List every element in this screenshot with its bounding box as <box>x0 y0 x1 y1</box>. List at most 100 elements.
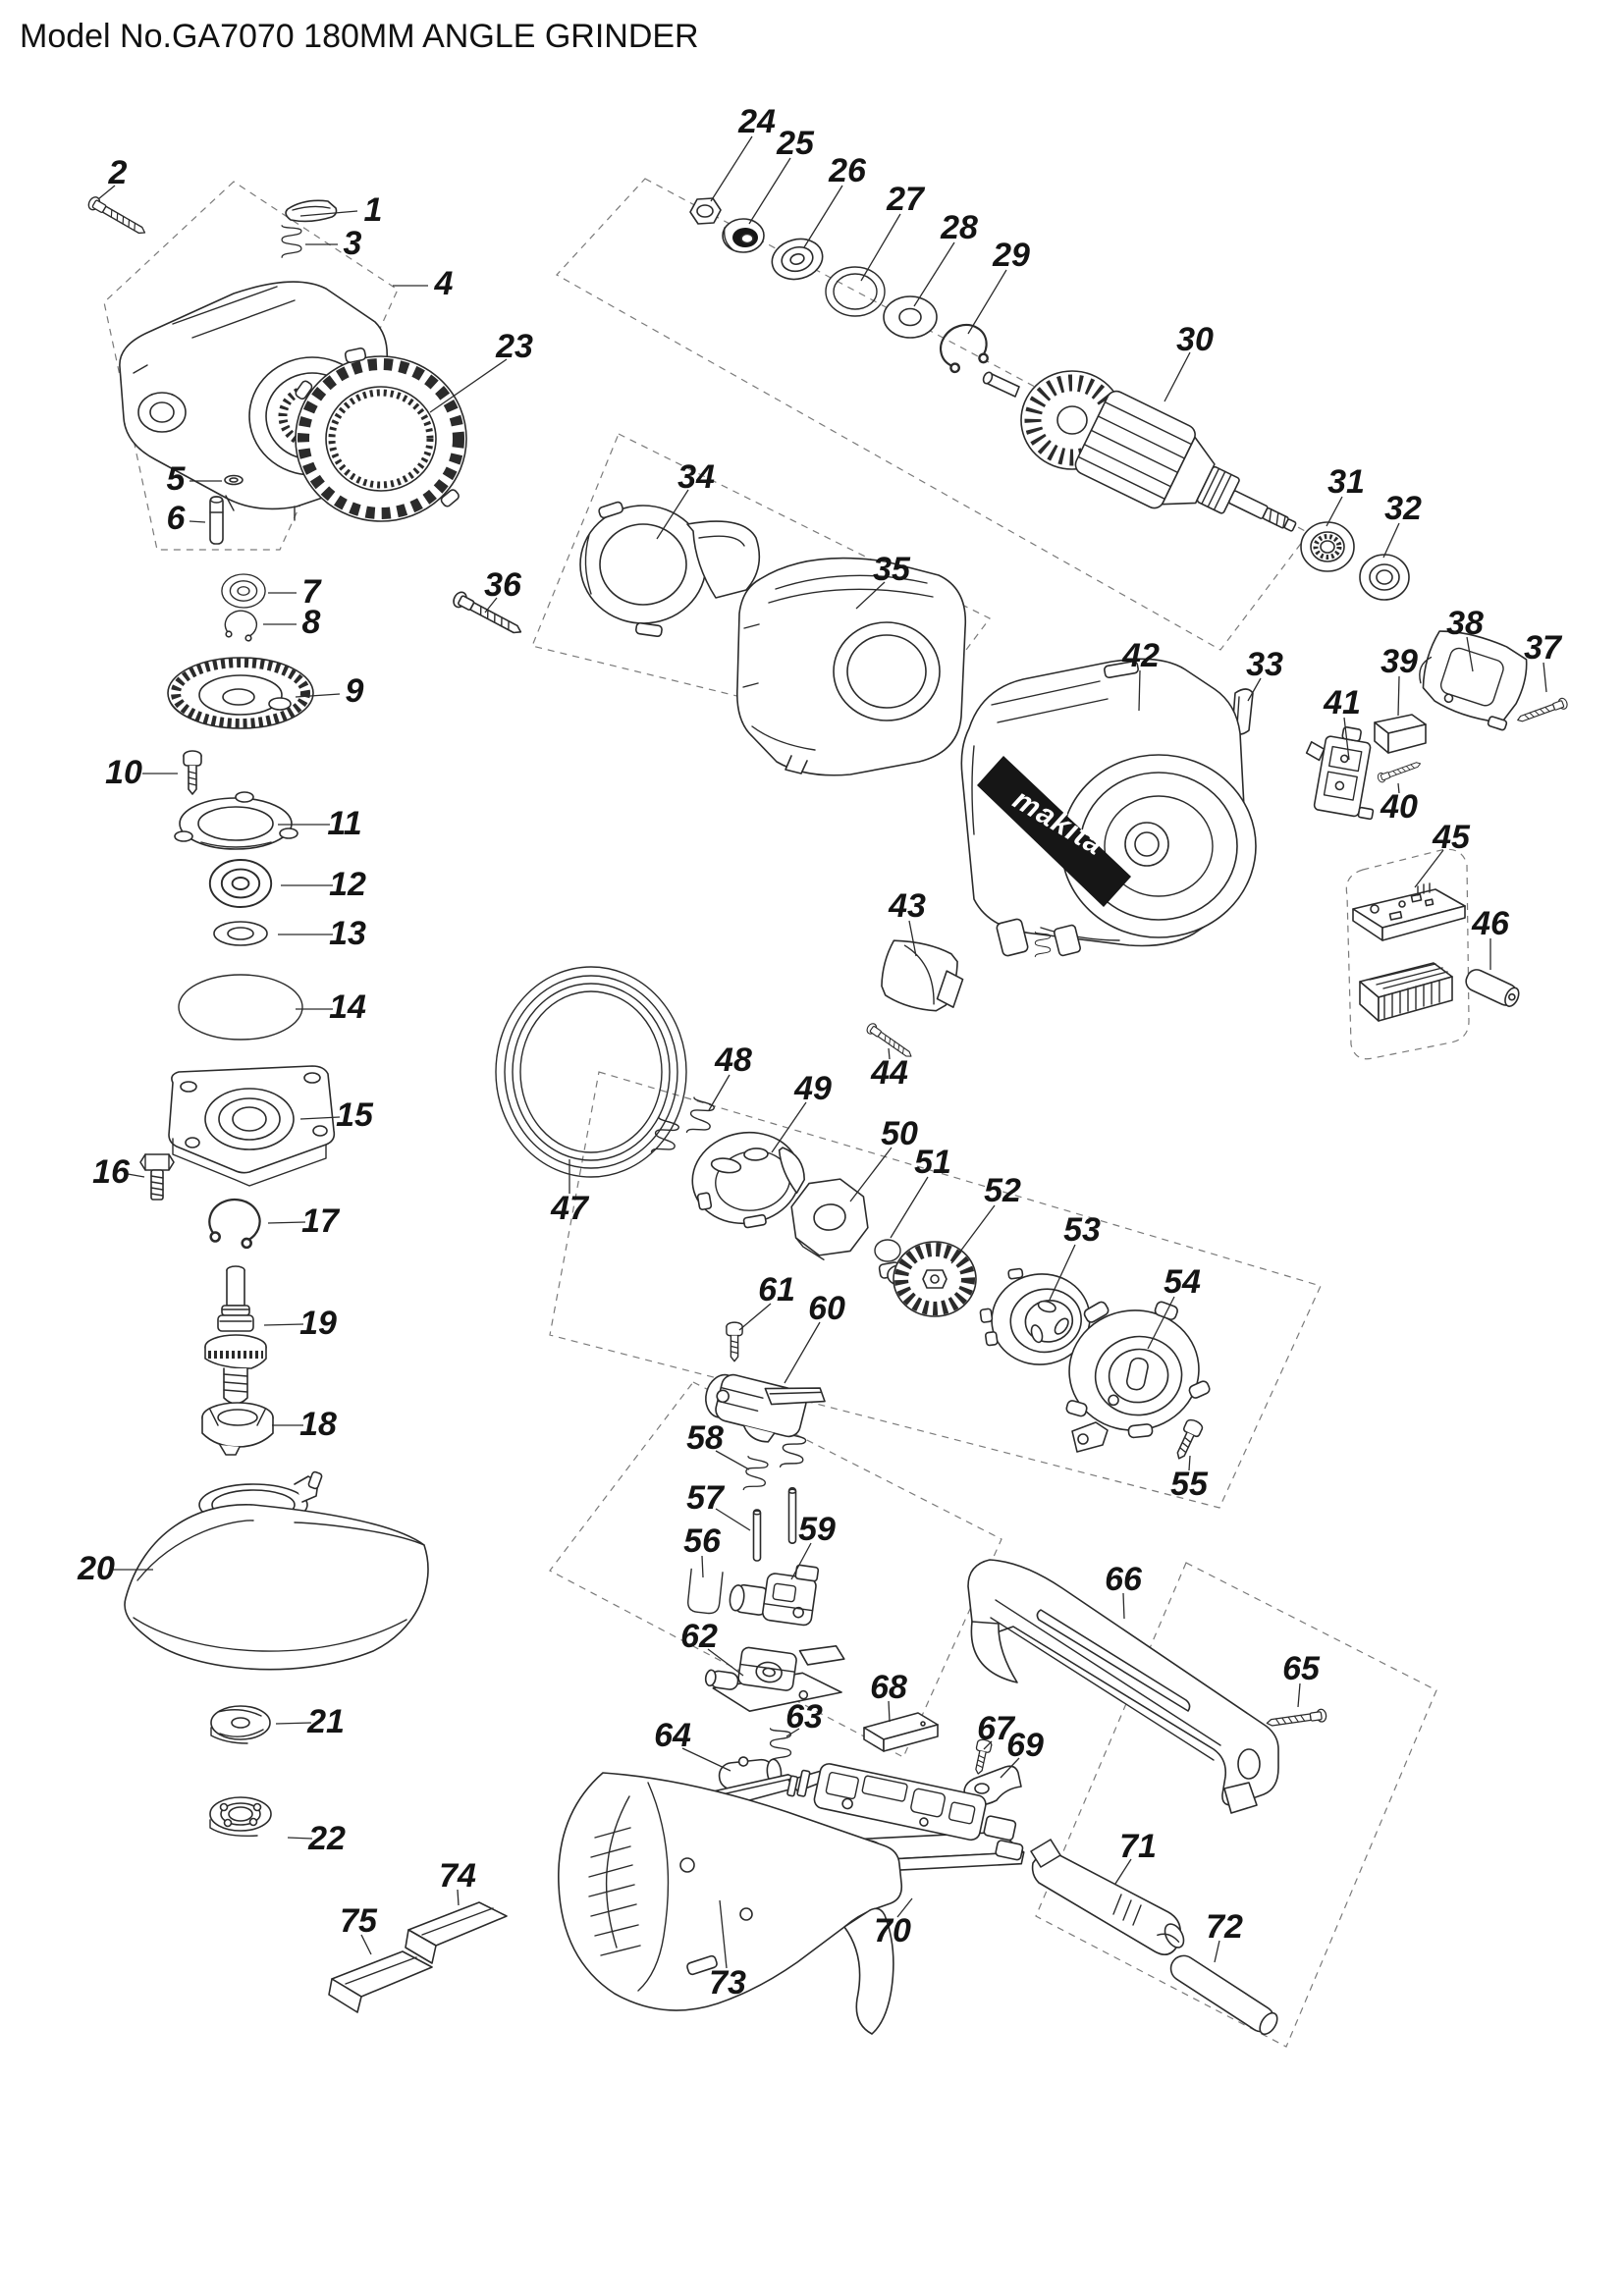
part-label-73: 73 <box>709 1964 746 2002</box>
part-label-24: 24 <box>737 103 776 140</box>
leader-line-36 <box>484 597 498 614</box>
part-art-14 <box>178 974 303 1041</box>
part-label-27: 27 <box>886 181 926 218</box>
leader-line-16 <box>127 1173 145 1178</box>
part-label-52: 52 <box>984 1172 1021 1209</box>
leader-line-62 <box>707 1648 744 1677</box>
part-label-75: 75 <box>340 1902 378 1940</box>
part-art-25 <box>722 218 765 253</box>
part-art-60 <box>705 1373 826 1443</box>
part-art-55 <box>1170 1416 1205 1464</box>
part-art-39 <box>1374 714 1427 754</box>
part-art-61 <box>726 1321 743 1362</box>
part-label-38: 38 <box>1446 605 1484 642</box>
part-art-3 <box>281 225 302 258</box>
part-art-71 <box>1030 1839 1185 1955</box>
part-label-15: 15 <box>336 1096 374 1134</box>
part-art-12 <box>208 859 273 908</box>
part-label-58: 58 <box>686 1419 724 1457</box>
part-label-64: 64 <box>654 1717 691 1754</box>
part-art-19 <box>204 1265 267 1405</box>
part-art-43 <box>881 939 964 1012</box>
part-art-46 <box>1465 969 1520 1007</box>
leader-line-55 <box>1188 1455 1191 1471</box>
part-art-9 <box>167 657 314 729</box>
part-art-74 <box>405 1901 508 1964</box>
part-art-37 <box>1515 696 1570 726</box>
leader-line-25 <box>748 157 791 225</box>
leader-line-60 <box>784 1321 821 1384</box>
part-art-21 <box>210 1705 271 1744</box>
part-art-1 <box>285 199 338 223</box>
part-art-13 <box>213 921 268 946</box>
leader-line-71 <box>1114 1858 1132 1885</box>
part-label-53: 53 <box>1063 1211 1101 1249</box>
leader-line-68 <box>888 1700 891 1723</box>
leader-line-32 <box>1382 522 1400 559</box>
part-label-3: 3 <box>344 225 362 262</box>
part-label-67: 67 <box>977 1710 1016 1747</box>
leader-line-35 <box>855 581 886 610</box>
leader-line-34 <box>656 489 689 540</box>
part-label-31: 31 <box>1327 463 1365 501</box>
part-art-7 <box>221 573 266 609</box>
part-label-13: 13 <box>329 915 366 952</box>
part-label-34: 34 <box>677 458 715 496</box>
part-art-62 <box>704 1644 845 1712</box>
part-art-52 <box>878 1241 977 1317</box>
leader-line-2 <box>97 185 116 200</box>
leader-line-69 <box>1000 1757 1020 1779</box>
part-art-20 <box>124 1470 429 1671</box>
part-label-11: 11 <box>327 805 361 842</box>
part-label-63: 63 <box>785 1698 823 1735</box>
leader-line-31 <box>1326 496 1343 527</box>
part-label-59: 59 <box>798 1511 836 1548</box>
leader-line-50 <box>849 1147 893 1202</box>
part-label-65: 65 <box>1282 1650 1321 1687</box>
part-art-41 <box>1305 726 1375 821</box>
leader-line-74 <box>457 1889 460 1906</box>
leader-line-40 <box>1397 782 1400 794</box>
part-art-32 <box>1359 554 1410 601</box>
leader-line-63 <box>785 1728 800 1737</box>
part-art-40 <box>1376 758 1423 784</box>
leader-line-59 <box>790 1542 812 1580</box>
leader-line-41 <box>1343 717 1350 761</box>
part-label-20: 20 <box>77 1550 115 1587</box>
leader-line-9 <box>295 693 341 698</box>
leader-line-51 <box>890 1176 929 1239</box>
part-label-40: 40 <box>1380 788 1418 826</box>
part-art-75 <box>328 1950 433 2013</box>
part-label-69: 69 <box>1006 1727 1044 1764</box>
part-art-42: makita <box>960 658 1257 947</box>
part-art-56 <box>687 1568 724 1615</box>
part-label-25: 25 <box>776 125 815 162</box>
part-art-28 <box>883 295 938 339</box>
leader-line-54 <box>1147 1296 1175 1350</box>
leader-line-6 <box>189 520 206 523</box>
part-art-34 <box>579 501 761 638</box>
part-label-23: 23 <box>495 328 533 365</box>
leader-line-22 <box>287 1837 313 1840</box>
part-art-59 <box>729 1564 820 1627</box>
part-label-33: 33 <box>1246 646 1283 683</box>
part-label-51: 51 <box>914 1144 951 1181</box>
leader-line-39 <box>1397 675 1400 717</box>
part-label-29: 29 <box>992 237 1030 274</box>
leader-line-17 <box>267 1221 306 1224</box>
part-label-16: 16 <box>92 1153 131 1191</box>
leader-line-38 <box>1466 636 1474 672</box>
leader-line-43 <box>908 920 917 957</box>
part-label-19: 19 <box>299 1305 337 1342</box>
part-label-49: 49 <box>793 1070 832 1107</box>
part-art-27 <box>825 266 886 317</box>
part-art-57 <box>752 1487 797 1562</box>
part-label-45: 45 <box>1432 819 1471 856</box>
part-label-41: 41 <box>1323 684 1361 721</box>
part-art-29 <box>931 315 998 381</box>
part-label-1: 1 <box>364 191 383 229</box>
part-art-26 <box>766 233 829 286</box>
part-label-74: 74 <box>439 1857 476 1895</box>
part-label-62: 62 <box>680 1618 718 1655</box>
part-art-58 <box>742 1430 808 1494</box>
